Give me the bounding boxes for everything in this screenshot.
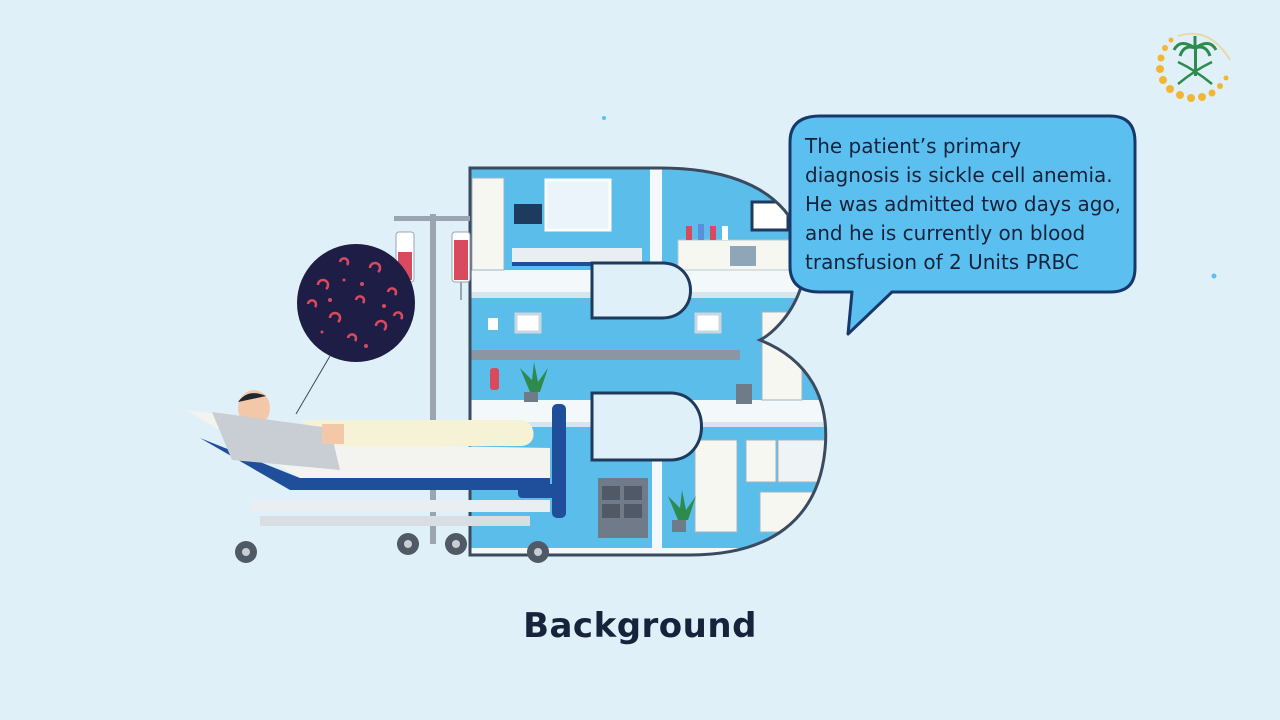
bubble-line: and he is currently on blood (805, 221, 1086, 245)
bubble-line: transfusion of 2 Units PRBC (805, 250, 1079, 274)
patient-on-stretcher (186, 390, 566, 563)
bubble-line: He was admitted two days ago, (805, 192, 1122, 216)
bubble-line: The patient’s primary (805, 134, 1022, 158)
speech-bubble-text: The patient’s primary diagnosis is sickl… (805, 132, 1135, 277)
bubble-line: diagnosis is sickle cell anemia. (805, 163, 1113, 187)
speech-bubble (788, 114, 1137, 336)
palm-swords-emblem-icon (1156, 32, 1231, 102)
red-blood-cells-icon (295, 244, 415, 415)
iv-pole (394, 214, 471, 544)
section-caption: Background (523, 606, 757, 646)
